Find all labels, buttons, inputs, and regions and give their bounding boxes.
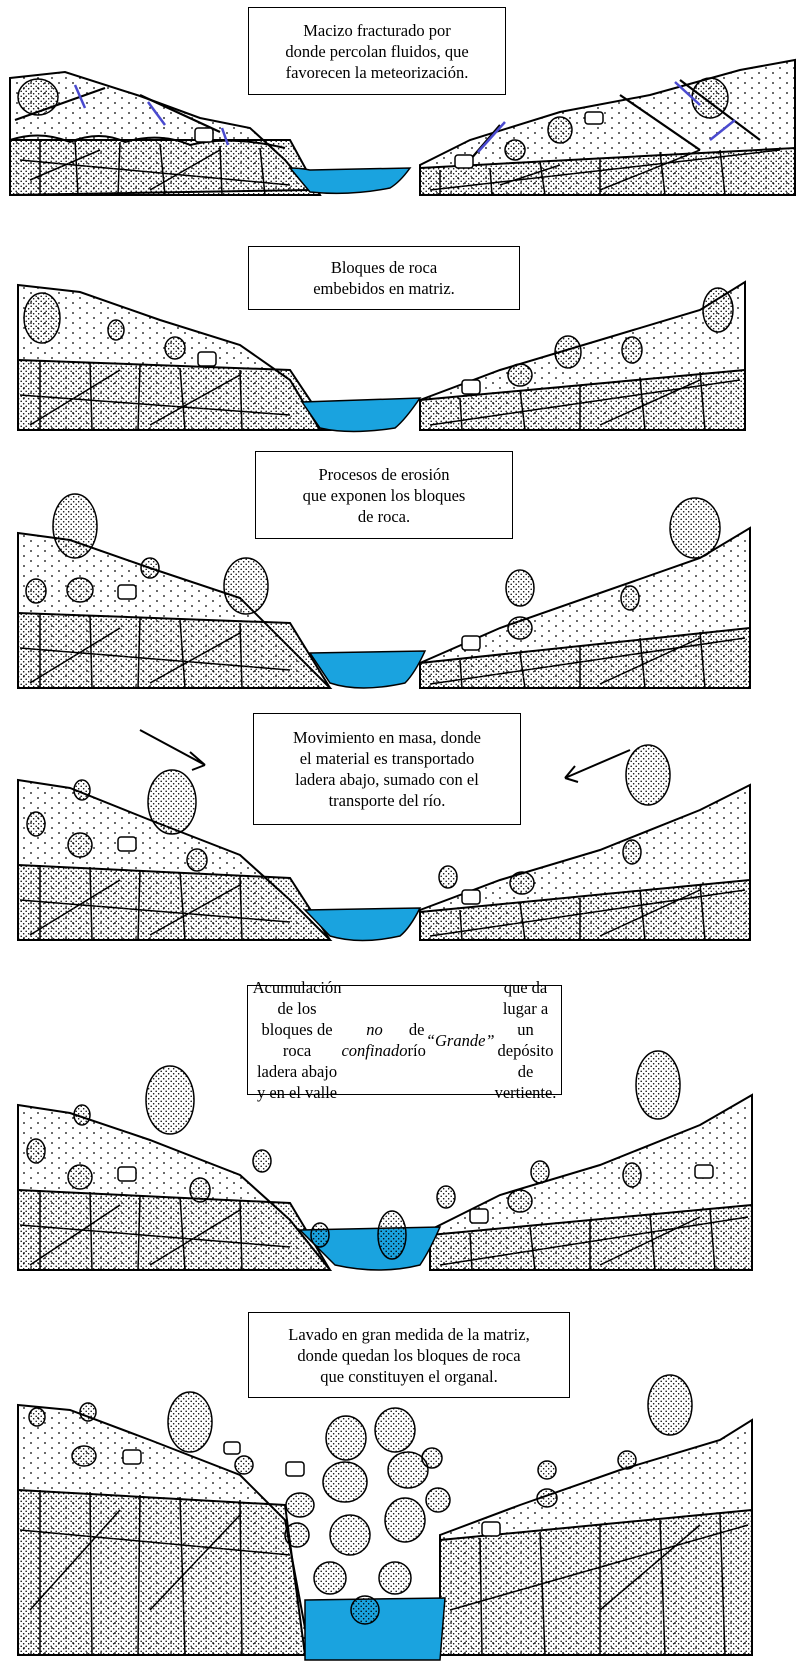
caption-stage-4: Movimiento en masa, donde el material es… — [253, 713, 521, 825]
cross-section-4 — [17, 729, 751, 942]
caption-stage-5-part-1: Acumulación de los bloques de roca lader… — [252, 978, 342, 1102]
stage-3: Procesos de erosión que exponen los bloq… — [0, 448, 802, 698]
caption-stage-5: Acumulación de los bloques de roca lader… — [247, 978, 562, 1102]
caption-stage-2: Bloques de roca embebidos en matriz. — [248, 246, 520, 310]
stage-6: Lavado en gran medida de la matriz, dond… — [0, 1310, 802, 1669]
caption-stage-1: Macizo fracturado por donde percolan flu… — [248, 7, 506, 95]
stage-1: Macizo fracturado por donde percolan flu… — [0, 0, 802, 210]
caption-stage-5-part-3: de río — [407, 1020, 426, 1060]
stage-2: Bloques de roca embebidos en matriz. — [0, 230, 802, 440]
cross-section-1 — [9, 58, 796, 197]
stage-4: Movimiento en masa, donde el material es… — [0, 700, 802, 950]
caption-stage-5-part-5: que da lugar a un depósito de vertiente. — [494, 978, 557, 1102]
arrow-left-downslope — [139, 729, 206, 771]
caption-stage-6: Lavado en gran medida de la matriz, dond… — [248, 1312, 570, 1398]
arrow-right-downslope — [564, 749, 631, 783]
caption-stage-5-part-2: no confinado — [341, 1020, 408, 1060]
stage-5: Acumulación de los bloques de roca lader… — [0, 965, 802, 1305]
cross-section-6 — [17, 1374, 753, 1661]
caption-stage-3: Procesos de erosión que exponen los bloq… — [255, 451, 513, 539]
cross-section-3 — [17, 493, 751, 689]
cross-section-5 — [17, 1050, 753, 1271]
cross-section-2 — [17, 280, 746, 433]
caption-stage-5-part-4: “Grande” — [425, 1030, 495, 1050]
